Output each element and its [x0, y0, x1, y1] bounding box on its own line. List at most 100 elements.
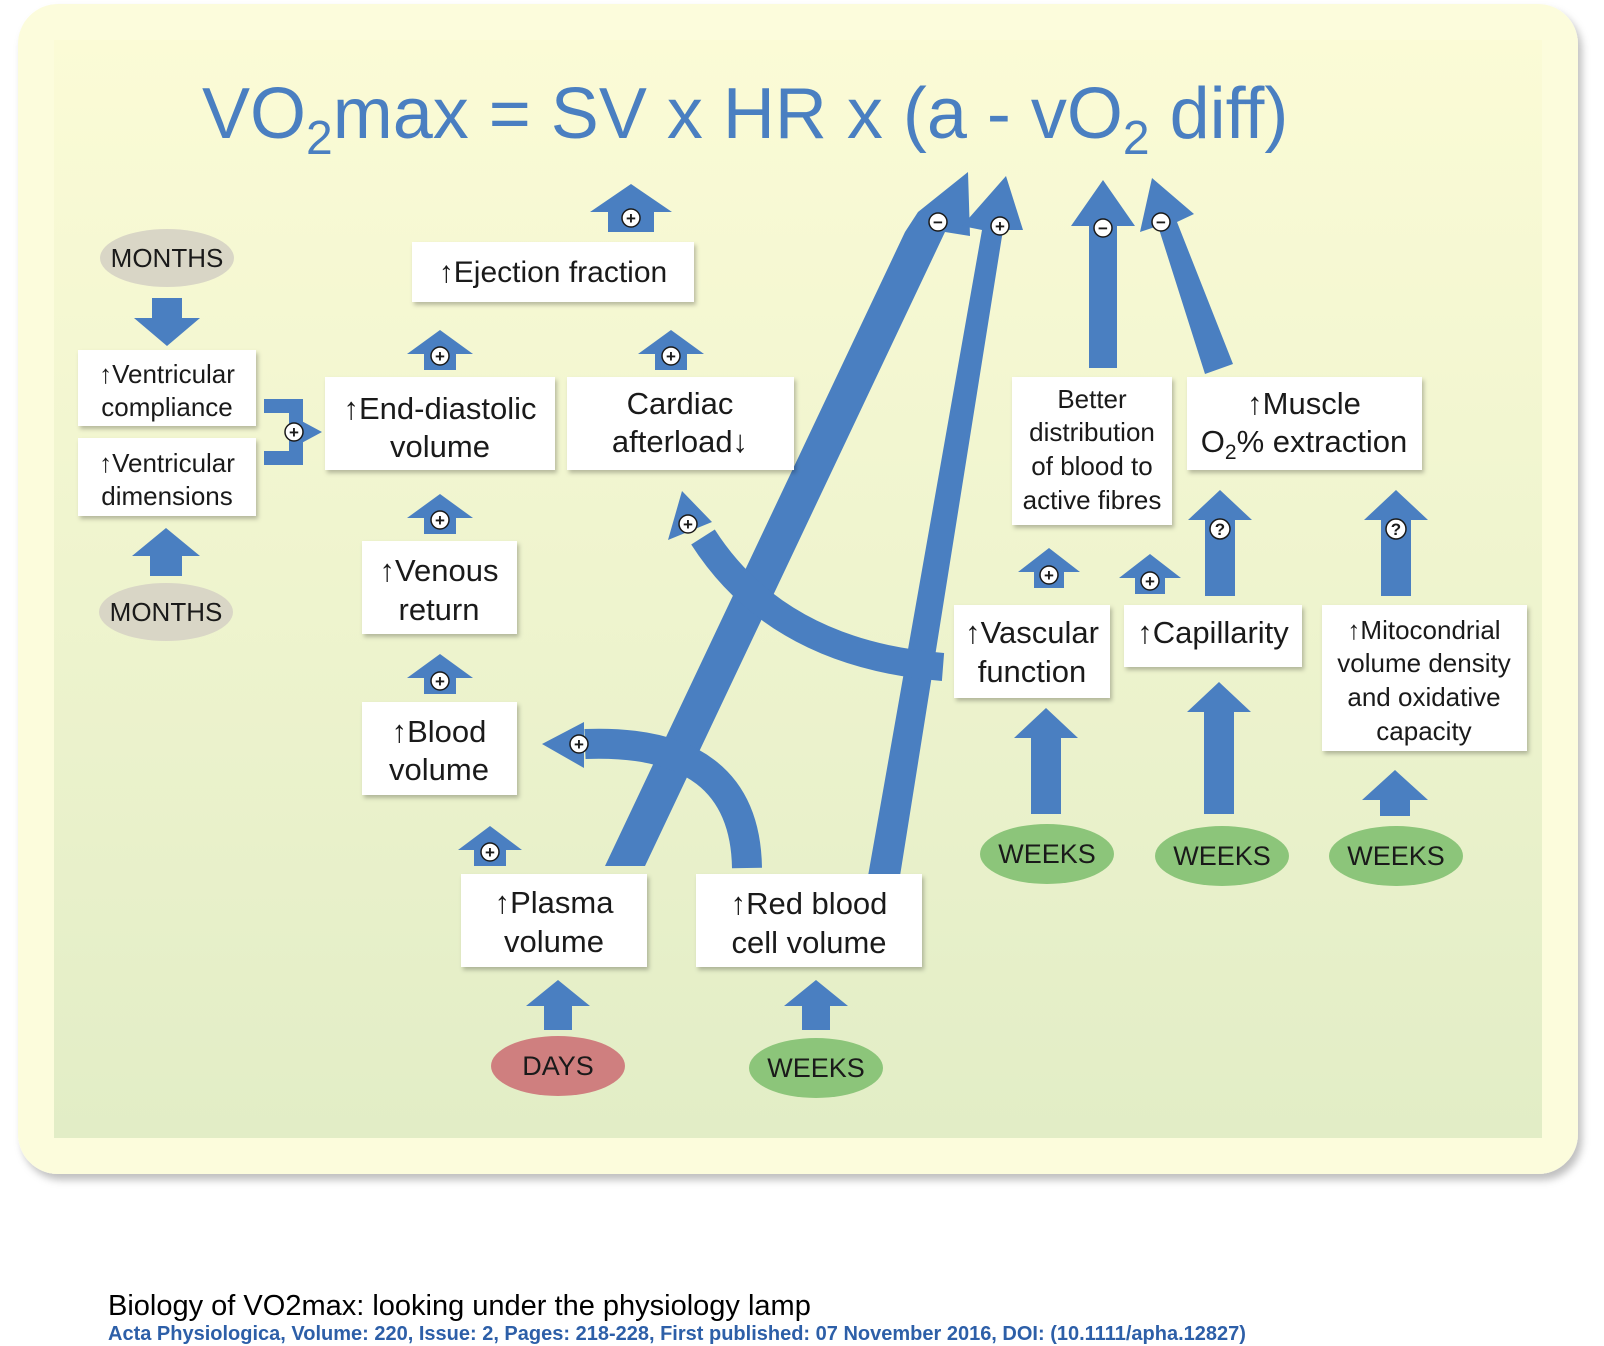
rbc-to-avo2-arrow [868, 176, 1023, 876]
blood-curve-plus-glyph: + [574, 735, 584, 754]
blood-volume-line2: volume [389, 752, 489, 787]
mito-to-extraction-arrow [1364, 490, 1428, 596]
sign-badge-glyphs: + + + + + + + + + + + + − − − ? ? [289, 209, 1401, 862]
red-blood-cell-line1: ↑Red blood [731, 886, 888, 921]
ef-plus-glyph: + [626, 209, 636, 228]
weeks-vascular-ellipse [980, 824, 1114, 884]
vascular-plus-badge [1039, 565, 1059, 585]
venous-return-line1: ↑Venous [380, 553, 499, 588]
extraction-minus-glyph: − [1156, 213, 1166, 232]
better-distribution-line2: distribution [1029, 417, 1155, 447]
boxes [78, 242, 1527, 967]
muscle-extraction-line1: ↑Muscle [1247, 386, 1361, 421]
blood-volume-line1: ↑Blood [392, 714, 487, 749]
ef-up-arrow [590, 184, 672, 232]
cardiac-afterload-box [567, 377, 794, 470]
afterload-curve-plus-glyph: + [683, 515, 693, 534]
plasma-plus-glyph: + [485, 843, 495, 862]
end-diastolic-box [325, 377, 555, 470]
weeks-capillarity-up-arrow [1187, 682, 1251, 814]
weeks-mito-ellipse [1329, 826, 1463, 886]
distribution-minus-glyph: − [1098, 219, 1108, 238]
months-top-down-arrow [134, 298, 200, 346]
better-distribution-line4: active fibres [1023, 485, 1162, 515]
weeks-capillarity-label: WEEKS [1173, 841, 1271, 871]
mito-unknown-glyph: ? [1391, 520, 1401, 539]
vascular-function-box [954, 605, 1110, 698]
months-bottom-ellipse [99, 583, 233, 641]
months-top-ellipse [100, 229, 234, 287]
plasma-volume-box [461, 874, 647, 967]
mitochondrial-line3: and oxidative [1347, 682, 1500, 712]
weeks-mito-up-arrow [1362, 770, 1428, 816]
equation-title: VO2max = SV x HR x (a - vO2 diff) [202, 74, 1288, 165]
days-label: DAYS [522, 1051, 594, 1081]
months-bottom-up-arrow [132, 528, 200, 576]
ventricular-compliance-line2: compliance [101, 392, 233, 422]
red-blood-cell-line2: cell volume [731, 925, 886, 960]
months-bottom-label: MONTHS [110, 597, 223, 627]
better-distribution-box [1012, 377, 1172, 525]
capillarity-plus-glyph: + [1145, 572, 1155, 591]
figure-caption-citation: Acta Physiologica, Volume: 220, Issue: 2… [108, 1323, 1246, 1345]
ef-plus-badge [621, 208, 641, 228]
timescales [99, 229, 1463, 1098]
ventricular-dimensions-box [78, 438, 256, 516]
venous-plus-glyph: + [435, 511, 445, 530]
afterload-curve-plus-badge [678, 514, 698, 534]
weeks-vascular-label: WEEKS [998, 839, 1096, 869]
plasma-to-blood-head [542, 722, 584, 768]
box-labels: ↑Ventricular compliance ↑Ventricular dim… [99, 256, 1511, 960]
venous-return-line2: return [399, 592, 480, 627]
months-top-label: MONTHS [111, 243, 224, 273]
bracket-arrow-head [296, 418, 322, 446]
diagram-panel [54, 40, 1542, 1138]
capillarity-label: ↑Capillarity [1137, 615, 1289, 650]
weeks-rbc-up-arrow [784, 980, 848, 1030]
blood-volume-box [362, 702, 517, 795]
figure-caption-title: Biology of VO2max: looking under the phy… [108, 1290, 811, 1322]
ventricular-dimensions-line2: dimensions [101, 481, 233, 511]
edv-plus-glyph: + [435, 347, 445, 366]
extraction-minus-badge [1151, 212, 1171, 232]
vo2max-diagram: VO2max = SV x HR x (a - vO2 diff) [18, 4, 1578, 1174]
afterload-plus-badge [661, 346, 681, 366]
plasma-volume-line1: ↑Plasma [495, 885, 615, 920]
blood-plus-badge [430, 671, 450, 691]
vascular-to-afterload-curve [691, 529, 945, 681]
mitochondrial-box [1322, 605, 1527, 751]
mitochondrial-line4: capacity [1376, 716, 1471, 746]
distribution-up-arrow [1071, 180, 1135, 368]
plasma-to-avo2-arrow [605, 172, 970, 866]
weeks-capillarity-ellipse [1155, 826, 1289, 886]
weeks-rbc-ellipse [749, 1038, 883, 1098]
plasma-to-blood-curve [584, 728, 762, 869]
cardiac-afterload-line2: afterload↓ [612, 424, 748, 459]
capillarity-box [1124, 605, 1302, 667]
plasma-avo2-minus-badge [928, 212, 948, 232]
plasma-plus-badge [480, 842, 500, 862]
muscle-extraction-box [1187, 377, 1422, 470]
red-blood-cell-box [696, 874, 922, 967]
edv-plus-badge [430, 346, 450, 366]
weeks-vascular-up-arrow [1014, 708, 1078, 814]
afterload-plus-glyph: + [666, 347, 676, 366]
capillarity-unknown-badge [1209, 518, 1231, 540]
mitochondrial-line1: ↑Mitocondrial [1347, 615, 1500, 645]
vascular-function-line1: ↑Vascular [965, 615, 1099, 650]
weeks-rbc-label: WEEKS [767, 1053, 865, 1083]
cardiac-afterload-line1: Cardiac [627, 386, 734, 421]
better-distribution-line1: Better [1057, 384, 1127, 414]
timescale-labels: MONTHS MONTHS DAYS WEEKS WEEKS WEEKS WEE… [110, 243, 1445, 1083]
mitochondrial-line2: volume density [1337, 648, 1510, 678]
sign-badges [284, 208, 1407, 862]
capillarity-to-extraction-arrow [1188, 490, 1252, 596]
venous-return-box [362, 541, 517, 634]
blood-plus-glyph: + [435, 672, 445, 691]
vascular-function-line2: function [978, 654, 1087, 689]
plasma-volume-line2: volume [504, 924, 604, 959]
muscle-extraction-line2: O2% extraction [1201, 424, 1407, 464]
end-diastolic-line2: volume [390, 429, 490, 464]
distribution-minus-badge [1093, 218, 1113, 238]
capillarity-plus-badge [1140, 571, 1160, 591]
